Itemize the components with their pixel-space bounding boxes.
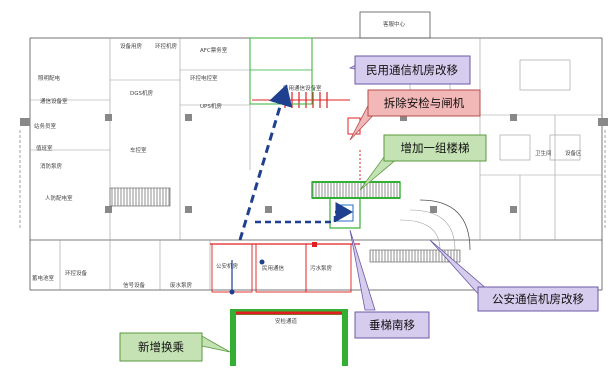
- room-label: 环控电控室: [190, 74, 218, 82]
- room-label: 消防泵房: [40, 162, 63, 170]
- callout-minyong-tongxin: 民用通信机房改移: [354, 55, 471, 85]
- room-label: 设备区: [565, 149, 582, 157]
- room-label: 卫生间: [535, 149, 552, 157]
- callout-new-transfer: 新增换乘: [119, 332, 203, 362]
- room-label: 环控设备: [65, 269, 88, 277]
- room-label: 值班室: [36, 144, 53, 152]
- room-label: 环控机房: [155, 42, 178, 50]
- callout-text: 公安通信机房改移: [492, 292, 584, 306]
- room-label: 公安机房: [216, 262, 239, 270]
- route-arrows: [229, 84, 353, 295]
- green-plan-elements: [230, 37, 401, 366]
- callout-add-stairs: 增加一组楼梯: [383, 134, 487, 162]
- room-label: 车控室: [130, 146, 147, 154]
- callout-text: 民用通信机房改移: [366, 63, 458, 77]
- room-label: 安检通道: [275, 317, 298, 325]
- floor-plan-base: [19, 11, 608, 291]
- room-label: 信号设备: [123, 281, 146, 289]
- room-label: 通信设备室: [40, 97, 68, 105]
- room-label: AFC票务室: [200, 46, 228, 54]
- room-label: 设备用房: [120, 42, 143, 50]
- room-labels: 客服中心 设备用房 环控机房 AFC票务室 DGS机房 环控电控室 UPS机房 …: [32, 20, 582, 325]
- callout-text: 拆除安检与闸机: [384, 96, 465, 110]
- room-label: 客服中心: [383, 20, 406, 28]
- room-label: 人防配电室: [45, 194, 73, 202]
- room-label: 站务员室: [34, 122, 57, 130]
- room-label: 民用通信设备室: [283, 84, 322, 92]
- room-label: 废水泵房: [170, 281, 193, 289]
- callout-remove-gates: 拆除安检与闸机: [367, 89, 481, 117]
- callout-text: 新增换乘: [138, 340, 184, 354]
- callout-text: 垂梯南移: [369, 318, 415, 332]
- room-label: 蓄电池室: [32, 274, 55, 282]
- room-label: 污水泵房: [310, 264, 333, 272]
- room-label: DGS机房: [130, 89, 153, 97]
- callout-gongan-tongxin: 公安通信机房改移: [477, 286, 599, 312]
- room-label: 民用通信: [262, 264, 285, 272]
- callout-elevator-move: 垂梯南移: [354, 311, 430, 339]
- room-label: 照明配电: [38, 74, 61, 82]
- callout-text: 增加一组楼梯: [401, 141, 470, 155]
- room-label: UPS机房: [200, 102, 222, 110]
